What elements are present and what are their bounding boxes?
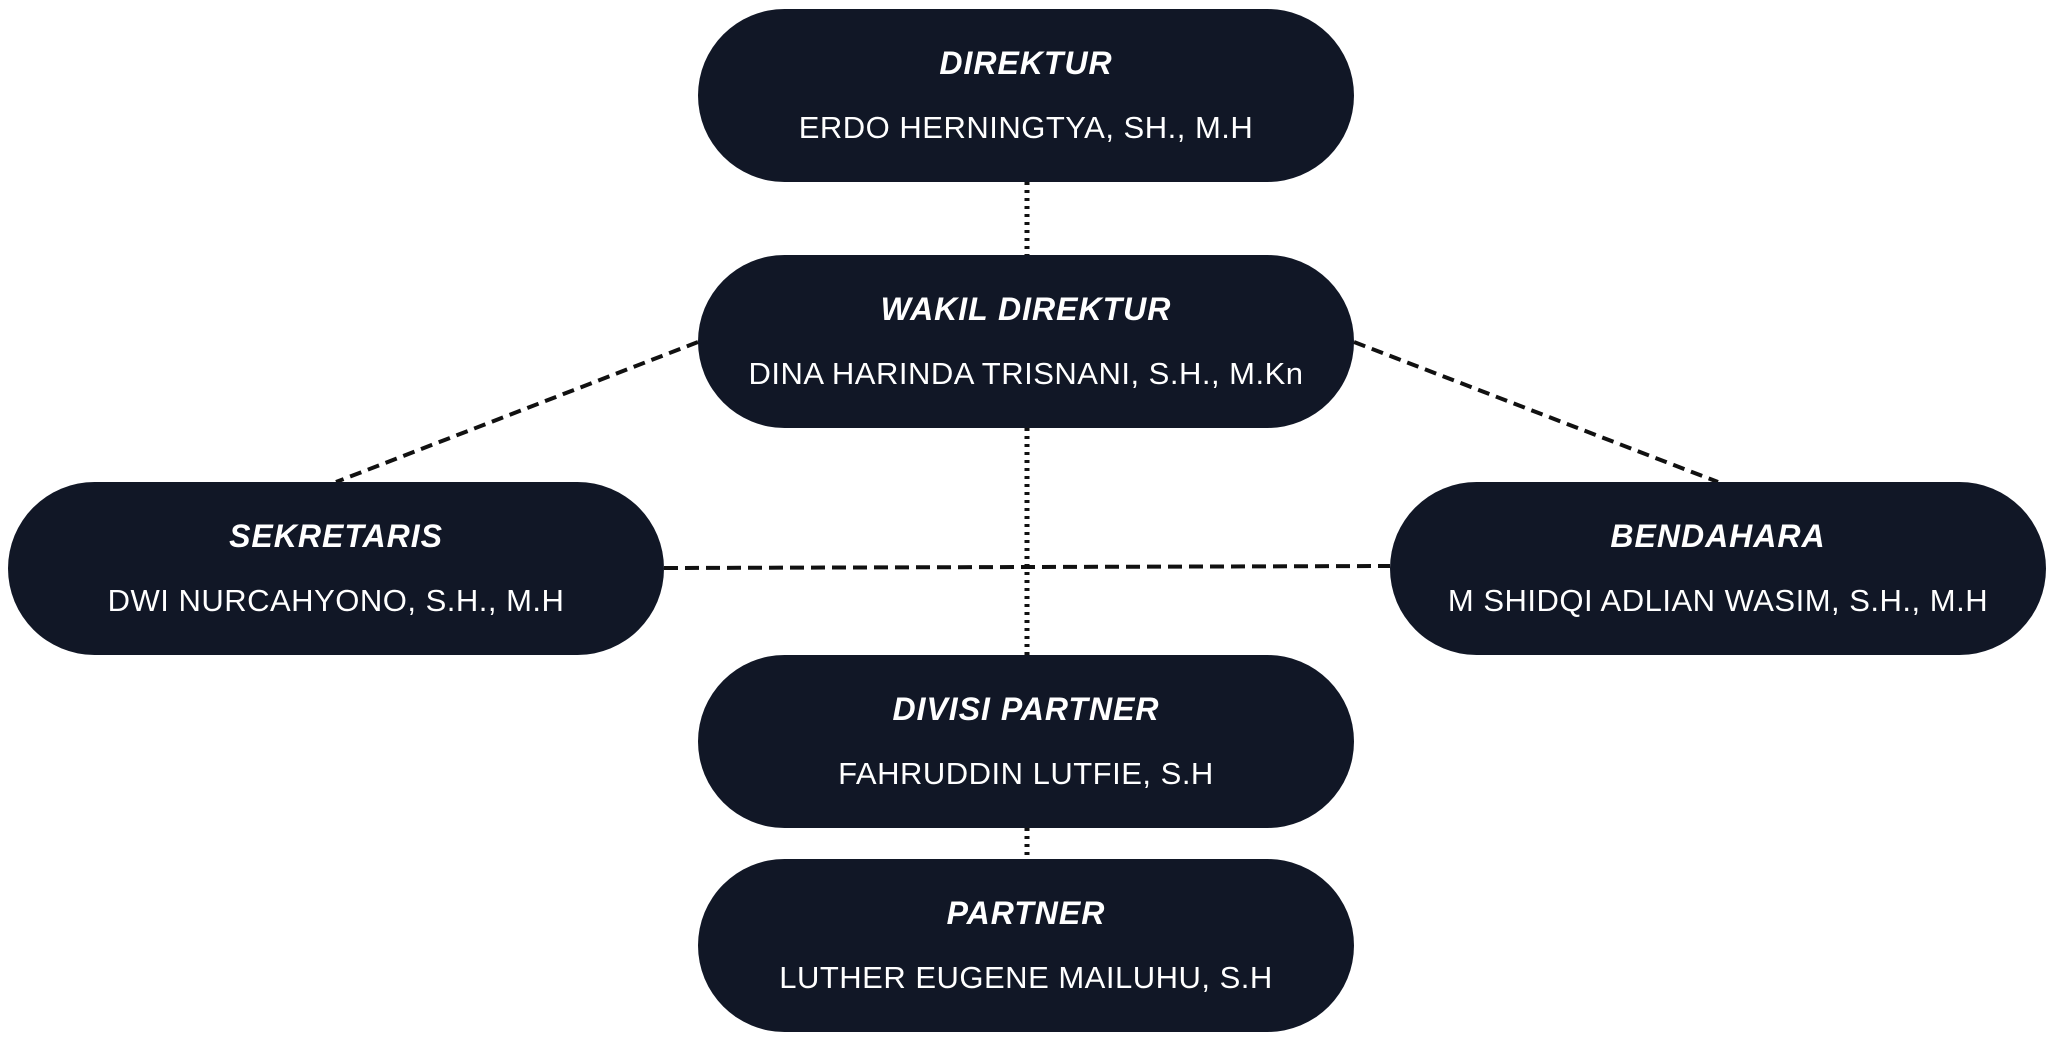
node-title: BENDAHARA (1610, 518, 1826, 554)
edge-wakil-sekretaris (335, 340, 699, 484)
node-divisi-partner: DIVISI PARTNER FAHRUDDIN LUTFIE, S.H (698, 655, 1354, 828)
edge-wakil-bendahara (1353, 340, 1719, 484)
node-title: DIVISI PARTNER (892, 691, 1160, 727)
node-name: M SHIDQI ADLIAN WASIM, S.H., M.H (1447, 583, 1989, 618)
edge-sekretaris-bendahara (663, 564, 1391, 570)
node-title: PARTNER (946, 895, 1106, 931)
node-wakil-direktur: WAKIL DIREKTUR DINA HARINDA TRISNANI, S.… (698, 255, 1354, 428)
node-title: WAKIL DIREKTUR (880, 291, 1172, 327)
node-bendahara: BENDAHARA M SHIDQI ADLIAN WASIM, S.H., M… (1390, 482, 2046, 655)
node-partner: PARTNER LUTHER EUGENE MAILUHU, S.H (698, 859, 1354, 1032)
node-direktur: DIREKTUR ERDO HERNINGTYA, SH., M.H (698, 9, 1354, 182)
node-name: LUTHER EUGENE MAILUHU, S.H (779, 960, 1273, 995)
node-title: DIREKTUR (939, 45, 1113, 81)
node-sekretaris: SEKRETARIS DWI NURCAHYONO, S.H., M.H (8, 482, 664, 655)
node-name: ERDO HERNINGTYA, SH., M.H (798, 110, 1254, 145)
node-name: FAHRUDDIN LUTFIE, S.H (838, 756, 1214, 791)
node-name: DWI NURCAHYONO, S.H., M.H (107, 583, 565, 618)
node-name: DINA HARINDA TRISNANI, S.H., M.Kn (748, 356, 1304, 391)
node-title: SEKRETARIS (229, 518, 443, 554)
